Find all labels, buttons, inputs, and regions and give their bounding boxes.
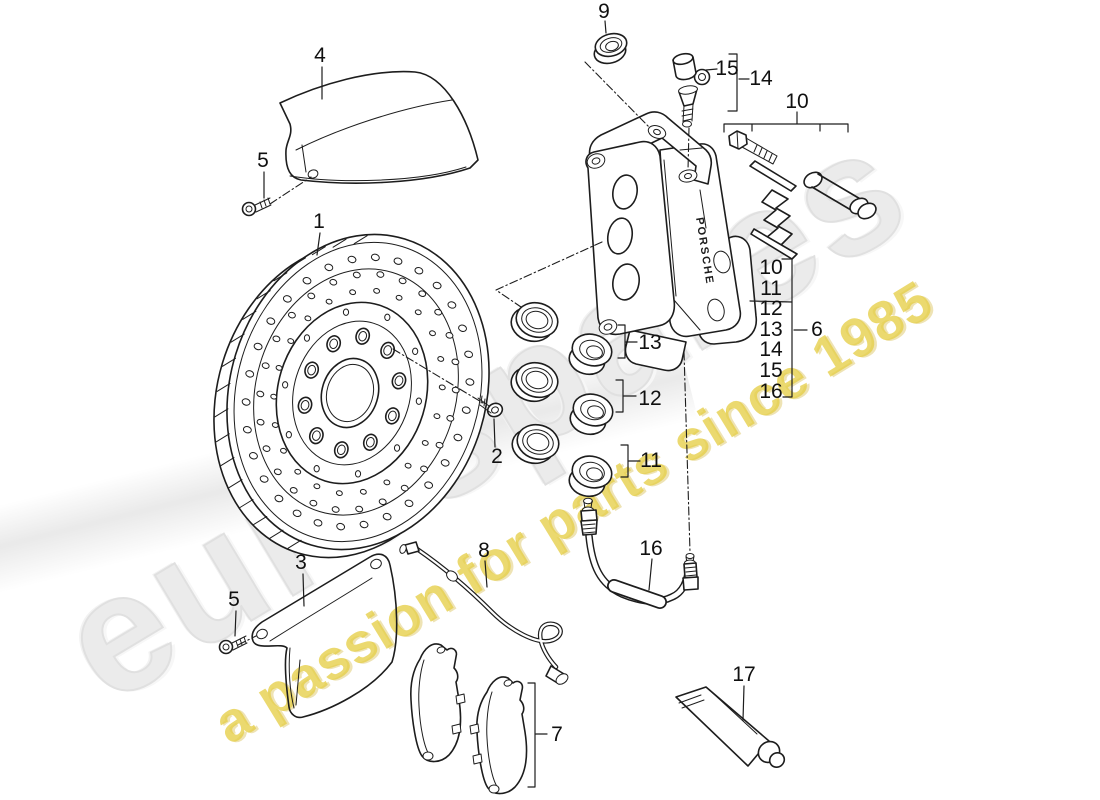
screw-upper [241,197,272,217]
label-bleeder-kit: 14 [749,67,773,90]
label-wear-sensor: 8 [478,539,490,562]
label-nut: 9 [598,0,610,23]
label-piston-small: 11 [640,449,662,472]
flange-nut [593,32,628,65]
caliper-callout-list: 10 11 12 13 14 15 16 [756,256,786,403]
label-screw-lower: 5 [228,588,240,611]
leader-lines [234,20,849,788]
callout-item: 10 [759,256,783,279]
label-set-screw: 2 [491,445,503,468]
piston-large [568,333,613,376]
label-piston-large: 13 [638,331,662,354]
protection-plate-upper [279,70,479,184]
callout-item: 16 [759,379,783,403]
label-screw-upper: 5 [257,149,269,172]
label-grease-tube: 17 [732,663,756,686]
brake-hose [580,497,699,609]
brake-pads [410,643,528,795]
label-disc: 1 [313,210,325,233]
wear-sensor-wire [399,541,569,685]
disc-drill-pattern [214,235,475,549]
label-plate-lower: 3 [295,551,307,574]
brake-disc [213,233,490,559]
label-caliper: 6 [811,318,823,341]
screw-lower [218,635,248,655]
disc-set-screw [477,395,504,418]
piston-seals [510,301,614,498]
seal-medium [510,361,559,403]
piston-medium [569,393,614,436]
seal-large [510,301,559,343]
label-brake-hose: 16 [639,537,663,560]
grease-tube [675,686,786,769]
protection-plate-lower [251,553,398,719]
label-bleeder-valve: 15 [715,57,739,80]
label-brake-pads: 7 [551,723,563,746]
label-plate-upper: 4 [314,44,326,67]
callout-item: 12 [759,297,783,321]
callout-item: 15 [759,358,783,382]
seal-small [511,423,560,465]
mount-kit [728,130,877,260]
brake-pad-left [410,643,466,763]
label-piston-medium: 12 [638,387,662,410]
brake-pad-right [469,676,528,795]
callout-item: 11 [760,276,782,300]
callout-item: 14 [759,338,783,362]
bleeder-valve [672,52,711,128]
callout-item: 13 [759,317,783,341]
label-mount-kit: 10 [785,90,809,113]
brake-caliper: PORSCHE [585,111,758,372]
piston-small [568,455,613,498]
